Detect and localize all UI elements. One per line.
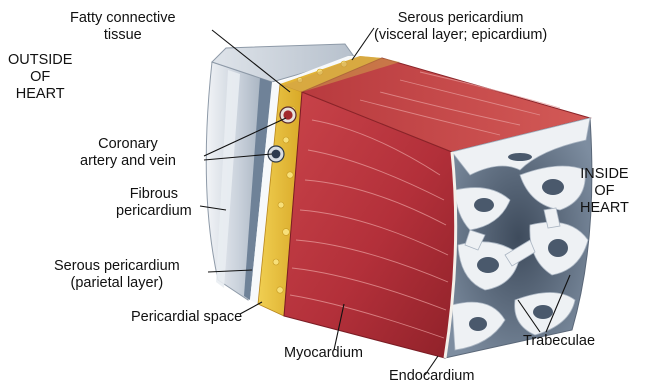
fibrous-pericardium-label: Fibrous pericardium	[116, 186, 192, 220]
serous-visceral-label: Serous pericardium (visceral layer; epic…	[374, 10, 547, 44]
trabeculae-label: Trabeculae	[523, 333, 595, 350]
outside-heart-line-1: OUTSIDE	[8, 52, 72, 69]
myocardium-label: Myocardium	[284, 345, 363, 362]
outside-heart-line-2: OF	[8, 69, 72, 86]
fibrous-line-1: Fibrous	[116, 186, 192, 203]
serous-visceral-line-1: Serous pericardium	[374, 10, 547, 27]
fatty-tissue-line-2: tissue	[70, 27, 176, 44]
inside-heart-line-2: OF	[580, 183, 629, 200]
coronary-line-1: Coronary	[80, 136, 176, 153]
serous-visceral-line-2: (visceral layer; epicardium)	[374, 27, 547, 44]
pericardial-space-label: Pericardial space	[131, 309, 242, 326]
inside-heart-label: INSIDE OF HEART	[580, 166, 629, 217]
coronary-line-2: artery and vein	[80, 153, 176, 170]
outside-heart-line-3: HEART	[8, 86, 72, 103]
outside-heart-label: OUTSIDE OF HEART	[8, 52, 72, 103]
serous-parietal-line-1: Serous pericardium	[54, 258, 180, 275]
serous-parietal-line-2: (parietal layer)	[54, 275, 180, 292]
coronary-vessels-label: Coronary artery and vein	[80, 136, 176, 170]
fibrous-line-2: pericardium	[116, 203, 192, 220]
inside-heart-line-1: INSIDE	[580, 166, 629, 183]
inside-heart-line-3: HEART	[580, 200, 629, 217]
coronary-artery-icon	[280, 107, 296, 123]
serous-parietal-label: Serous pericardium (parietal layer)	[54, 258, 180, 292]
fatty-tissue-label: Fatty connective tissue	[70, 10, 176, 44]
fatty-tissue-line-1: Fatty connective	[70, 10, 176, 27]
endocardium-label: Endocardium	[389, 368, 474, 385]
